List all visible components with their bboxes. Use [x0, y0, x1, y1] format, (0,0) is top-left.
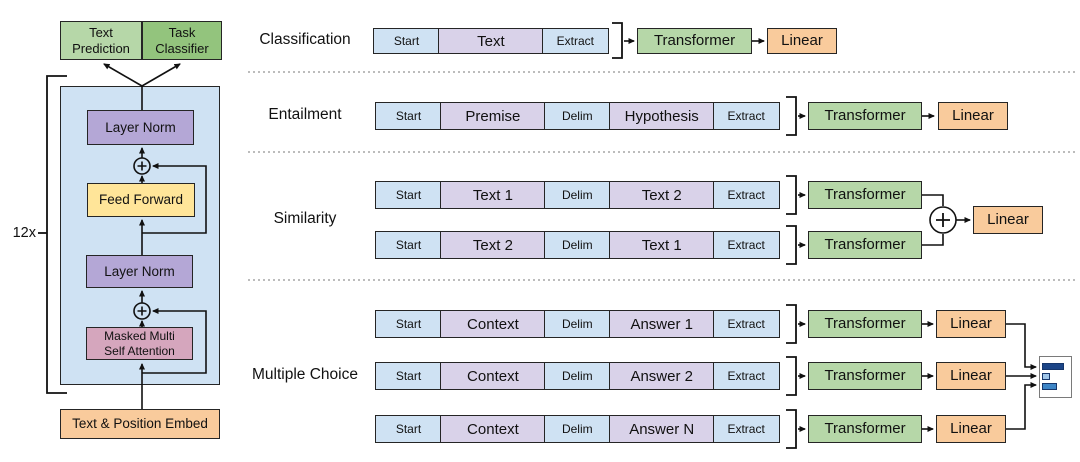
masked-attention-box: Masked Multi Self Attention	[86, 327, 193, 360]
transformer-box-multiple_choice-1: Transformer	[808, 310, 922, 338]
answer-score-box	[1039, 356, 1072, 398]
transformer-box-multiple_choice-2: Transformer	[808, 362, 922, 390]
score-bar-3	[1042, 383, 1057, 390]
token-start: Start	[375, 310, 442, 338]
token-start: Start	[375, 231, 442, 259]
token-extract: Extract	[712, 231, 780, 259]
token-text-2: Text 2	[440, 231, 546, 259]
linear-box-multiple_choice-2: Linear	[936, 362, 1006, 390]
task-label-similarity: Similarity	[273, 210, 337, 227]
task-classifier-box: Task Classifier	[142, 21, 222, 60]
token-start: Start	[375, 362, 442, 390]
token-text-1: Text 1	[440, 181, 546, 209]
score-bar-1	[1042, 363, 1064, 370]
token-delim: Delim	[543, 415, 611, 443]
token-context: Context	[440, 415, 546, 443]
token-extract: Extract	[712, 181, 780, 209]
token-delim: Delim	[543, 102, 611, 130]
transformer-box-similarity-1: Transformer	[808, 181, 922, 209]
token-answer-1: Answer 1	[609, 310, 715, 338]
task-label-classification: Classification	[259, 31, 351, 48]
repeat-count-label: 12x	[12, 225, 36, 241]
task-label-multiple_choice: Multiple Choice	[252, 366, 358, 383]
text-prediction-box: Text Prediction	[60, 21, 142, 60]
transformer-box-multiple_choice-3: Transformer	[808, 415, 922, 443]
layer-norm-bottom-box: Layer Norm	[86, 255, 193, 288]
token-extract: Extract	[712, 362, 780, 390]
token-start: Start	[375, 102, 442, 130]
token-delim: Delim	[543, 231, 611, 259]
masked-attention-label: Masked Multi	[104, 329, 175, 344]
feed-forward-box: Feed Forward	[87, 183, 195, 217]
token-context: Context	[440, 362, 546, 390]
task-label-entailment: Entailment	[268, 106, 342, 123]
token-extract: Extract	[712, 102, 780, 130]
linear-box-multiple_choice-3: Linear	[936, 415, 1006, 443]
token-premise: Premise	[440, 102, 546, 130]
linear-box-classification-1: Linear	[767, 28, 837, 54]
text-prediction-label: Text	[89, 25, 113, 41]
transformer-box-entailment-1: Transformer	[808, 102, 922, 130]
task-classifier-label: Task	[168, 25, 196, 41]
transformer-box-similarity-2: Transformer	[808, 231, 922, 259]
token-text: Text	[438, 28, 544, 54]
token-answer-2: Answer 2	[609, 362, 715, 390]
token-extract: Extract	[712, 415, 780, 443]
linear-box-similarity: Linear	[973, 206, 1043, 234]
embed-box: Text & Position Embed	[60, 409, 220, 439]
token-answer-n: Answer N	[609, 415, 715, 443]
transformer-box-classification-1: Transformer	[637, 28, 752, 54]
token-start: Start	[375, 415, 442, 443]
layer-norm-top-box: Layer Norm	[87, 110, 194, 145]
token-start: Start	[375, 181, 442, 209]
token-delim: Delim	[543, 181, 611, 209]
score-bar-2	[1042, 373, 1050, 380]
token-delim: Delim	[543, 362, 611, 390]
token-text-1: Text 1	[609, 231, 715, 259]
token-delim: Delim	[543, 310, 611, 338]
token-hypothesis: Hypothesis	[609, 102, 715, 130]
token-extract: Extract	[541, 28, 609, 54]
linear-box-multiple_choice-1: Linear	[936, 310, 1006, 338]
token-text-2: Text 2	[609, 181, 715, 209]
linear-box-entailment-1: Linear	[938, 102, 1008, 130]
token-context: Context	[440, 310, 546, 338]
token-extract: Extract	[712, 310, 780, 338]
token-start: Start	[373, 28, 440, 54]
